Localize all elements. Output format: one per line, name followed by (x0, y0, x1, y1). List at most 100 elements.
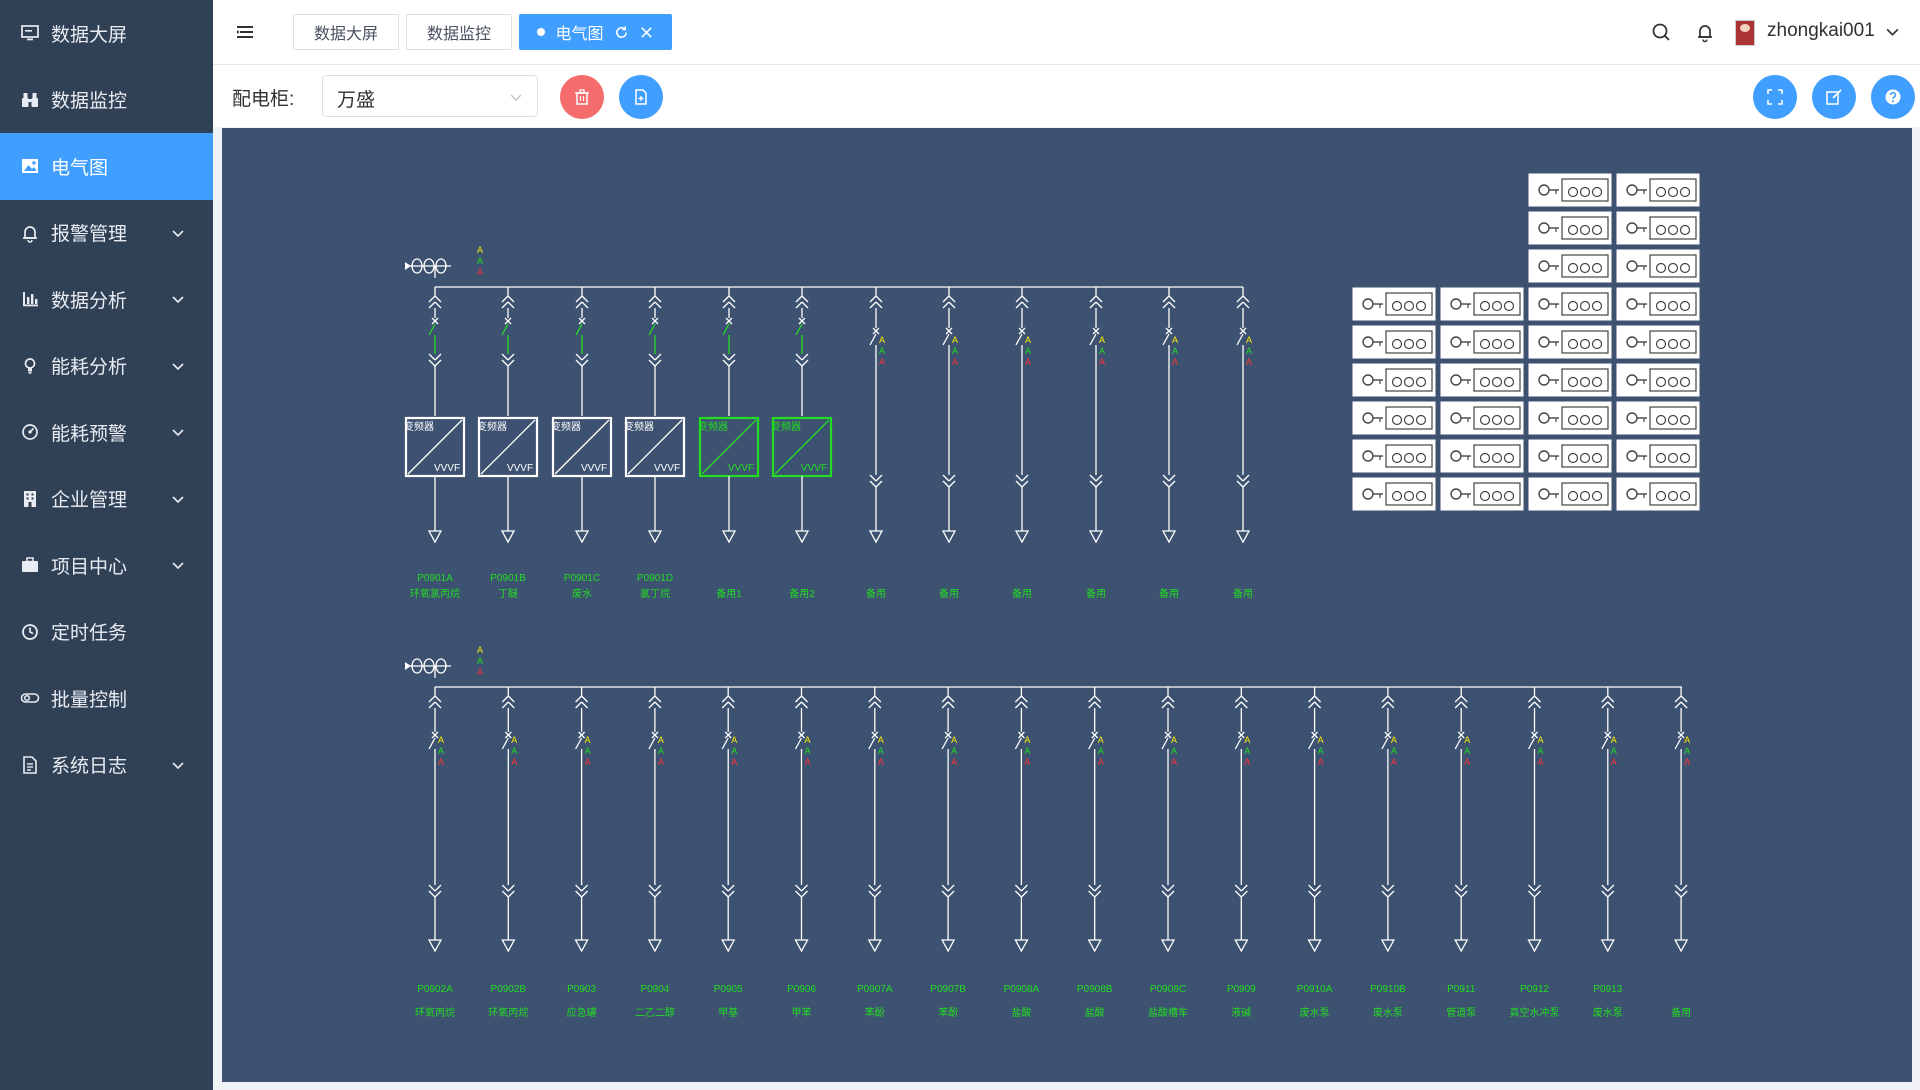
drawout-contact (1095, 301, 1103, 309)
help-icon (1885, 89, 1901, 105)
sidebar-item-1[interactable]: 数据监控 (0, 67, 213, 134)
chevron-down-icon[interactable] (171, 758, 185, 772)
load-arrow (1454, 939, 1469, 953)
tab-data-monitor[interactable]: 数据监控 (406, 14, 512, 50)
tile-frame (1385, 482, 1433, 506)
building-icon (20, 489, 40, 509)
tile-frame (1561, 444, 1609, 468)
chevron-down-icon[interactable] (1885, 24, 1900, 39)
fullscreen-button[interactable] (1753, 75, 1797, 119)
search-icon[interactable] (1650, 21, 1672, 43)
sidebar-item-2[interactable]: 电气图 (0, 133, 213, 200)
drawout-contact (801, 884, 808, 892)
breaker-blade (1162, 333, 1170, 346)
indicator-lamp (1391, 376, 1403, 388)
sidebar-item-6[interactable]: 能耗预警 (0, 399, 213, 466)
indicator-lamp (1403, 414, 1415, 426)
breaker-blade (575, 737, 583, 750)
chevron-down-icon[interactable] (171, 492, 185, 506)
status-tile (1351, 324, 1437, 360)
drawout-contact (1601, 695, 1609, 703)
load-arrow (1088, 530, 1104, 544)
feeder-name: 真空水冲泵 (1510, 1006, 1560, 1019)
avatar[interactable] (1735, 20, 1755, 46)
chevron-down-icon[interactable] (171, 292, 185, 306)
meter-a: A (1537, 735, 1543, 745)
feeder-code: P0910A (1297, 984, 1333, 995)
indicator-lamp (1567, 186, 1579, 198)
breaker-x (1237, 731, 1245, 739)
feeder-code: P0901B (490, 573, 526, 584)
indicator-lamp (1491, 414, 1503, 426)
sidebar-item-4[interactable]: 数据分析 (0, 266, 213, 333)
sidebar-item-7[interactable]: 企业管理 (0, 466, 213, 533)
breaker-blade (1088, 737, 1096, 750)
lightbulb-icon (20, 356, 40, 376)
current-transformer (435, 258, 447, 274)
vfd-sub: VVVF (801, 463, 827, 474)
chevron-down-icon[interactable] (171, 226, 185, 240)
drawout-contact (727, 890, 735, 898)
indicator-lamp (1667, 300, 1679, 312)
sidebar-item-5[interactable]: 能耗分析 (0, 333, 213, 400)
indicator-lamp (1403, 338, 1415, 350)
breaker-x (504, 317, 512, 325)
sidebar-item-10[interactable]: 批量控制 (0, 665, 213, 732)
breaker-x (798, 317, 806, 325)
drawout-contact (575, 359, 583, 367)
refresh-icon[interactable] (614, 25, 629, 40)
sidebar-item-9[interactable]: 定时任务 (0, 599, 213, 666)
menu-toggle-icon[interactable] (235, 22, 255, 42)
drawout-contact (1014, 890, 1022, 898)
vfd-sub: VVVF (728, 463, 754, 474)
sidebar-item-0[interactable]: 数据大屏 (0, 0, 213, 67)
status-tile (1527, 362, 1613, 398)
load-arrow (1600, 939, 1615, 953)
tile-frame (1561, 482, 1609, 506)
drawout-contact (1094, 701, 1102, 709)
drawout-contact (722, 353, 730, 361)
drawout-contact (1234, 701, 1242, 709)
breaker-blade (1601, 737, 1609, 750)
chevron-down-icon[interactable] (171, 425, 185, 439)
status-tile (1615, 324, 1701, 360)
single-line-diagram: AAA变频器VVVFP0901A环氧氯丙烷变频器VVVFP0901B丁醚变频器V… (404, 172, 1701, 1019)
drawout-contact (1015, 295, 1023, 303)
edit-button[interactable] (1812, 75, 1856, 119)
chevron-down-icon[interactable] (171, 359, 185, 373)
drawout-contact (801, 301, 809, 309)
drawout-contact (1308, 695, 1316, 703)
help-button[interactable] (1871, 75, 1915, 119)
sidebar-item-3[interactable]: 报警管理 (0, 200, 213, 267)
load-arrow (1014, 530, 1030, 544)
sidebar-item-8[interactable]: 项目中心 (0, 532, 213, 599)
indicator-lamp (1591, 262, 1603, 274)
breaker-blade (428, 737, 436, 750)
drawout-contact (654, 301, 662, 309)
drawout-contact (727, 884, 735, 892)
tab-data-screen[interactable]: 数据大屏 (293, 14, 399, 50)
username[interactable]: zhongkai001 (1767, 20, 1875, 41)
tab-electrical-diagram[interactable]: 电气图 (519, 14, 672, 50)
meter-b: A (1246, 346, 1252, 356)
chevron-down-icon[interactable] (171, 558, 185, 572)
meter-a: A (477, 245, 483, 255)
bell-icon[interactable] (1694, 21, 1716, 43)
cabinet-select[interactable]: 万盛 (322, 75, 538, 117)
sidebar-item-11[interactable]: 系统日志 (0, 732, 213, 799)
indicator-lamp (1579, 452, 1591, 464)
drawout-contact (801, 353, 809, 361)
add-file-button[interactable] (619, 75, 663, 119)
close-icon[interactable] (639, 25, 654, 40)
drawout-contact (434, 890, 442, 898)
drawout-contact (1674, 701, 1682, 709)
delete-button[interactable] (560, 75, 604, 119)
indicator-lamp (1679, 262, 1691, 274)
drawout-contact (575, 695, 583, 703)
indicator-lamp (1667, 414, 1679, 426)
meter-c: A (1684, 757, 1690, 767)
top-bar: 数据大屏 数据监控 电气图 zhongkai001 (213, 0, 1920, 65)
feeder-name: 氯丁烷 (640, 587, 670, 600)
drawout-contact (581, 695, 589, 703)
sidebar-item-label: 报警管理 (51, 224, 128, 246)
